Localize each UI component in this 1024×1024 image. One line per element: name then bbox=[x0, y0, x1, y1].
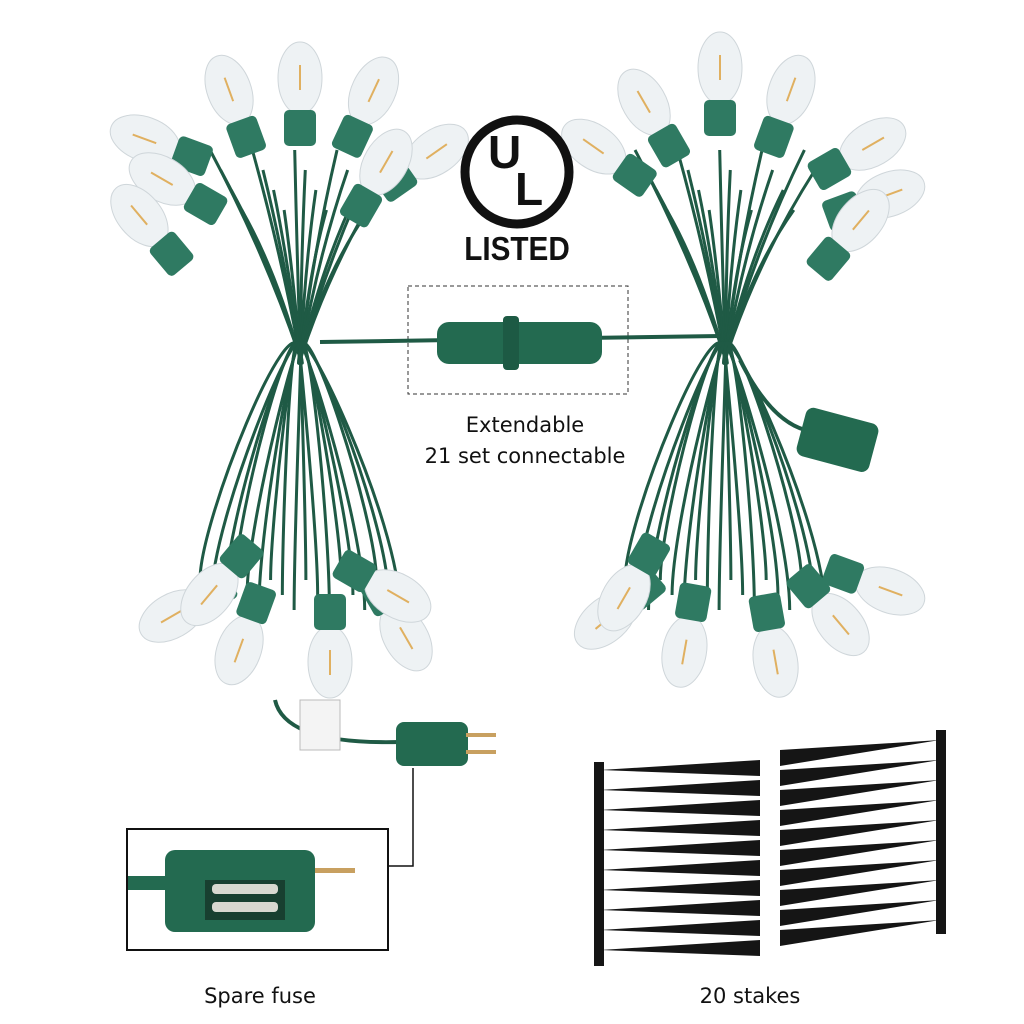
stake bbox=[594, 940, 760, 966]
bulb bbox=[331, 56, 400, 158]
bulb bbox=[307, 594, 353, 699]
bulb bbox=[180, 534, 264, 627]
bulb bbox=[822, 554, 926, 616]
stakes bbox=[594, 730, 946, 966]
bulb bbox=[204, 54, 266, 158]
stake bbox=[594, 760, 760, 786]
bulb bbox=[332, 549, 432, 623]
stake bbox=[780, 750, 946, 786]
stake bbox=[594, 900, 760, 926]
bulb bbox=[697, 31, 743, 136]
extendable-caption: Extendable 21 set connectable bbox=[390, 410, 660, 472]
bulb bbox=[807, 117, 907, 191]
stake bbox=[780, 870, 946, 906]
bulb bbox=[597, 532, 671, 632]
stake bbox=[594, 860, 760, 886]
stake bbox=[594, 800, 760, 826]
stake bbox=[780, 890, 946, 926]
ul-listed-text: LISTED bbox=[464, 230, 570, 267]
bulb bbox=[277, 41, 323, 146]
svg-text:U: U bbox=[488, 126, 521, 178]
stake bbox=[594, 880, 760, 906]
stake bbox=[780, 910, 946, 946]
bulb bbox=[661, 582, 712, 688]
end-connector bbox=[796, 407, 879, 472]
bulb bbox=[754, 54, 816, 158]
stake bbox=[780, 830, 946, 866]
bulbs bbox=[109, 31, 926, 699]
stake bbox=[780, 790, 946, 826]
stake bbox=[594, 820, 760, 846]
stake bbox=[780, 810, 946, 846]
bulb bbox=[214, 582, 276, 686]
bulb bbox=[561, 118, 657, 197]
bulb bbox=[617, 68, 691, 168]
connectable-label: 21 set connectable bbox=[424, 444, 626, 468]
bulb bbox=[110, 183, 194, 276]
inline-connector bbox=[437, 316, 602, 370]
bulb bbox=[786, 564, 870, 657]
stake bbox=[780, 730, 946, 766]
bulb bbox=[806, 188, 890, 281]
spare-fuse-label: Spare fuse bbox=[204, 984, 316, 1008]
stakes-label: 20 stakes bbox=[699, 984, 801, 1008]
stake bbox=[594, 840, 760, 866]
bulb bbox=[339, 128, 413, 228]
svg-text:L: L bbox=[515, 163, 543, 215]
stake bbox=[780, 850, 946, 886]
ul-logo: U L bbox=[460, 115, 574, 229]
power-plug bbox=[396, 722, 496, 766]
stake bbox=[594, 780, 760, 806]
stake bbox=[780, 770, 946, 806]
bulb bbox=[748, 592, 799, 698]
extendable-label: Extendable bbox=[465, 413, 585, 437]
spare-fuse-inset bbox=[126, 828, 389, 951]
stake bbox=[594, 920, 760, 946]
wire-bundles bbox=[198, 149, 827, 611]
warning-tag bbox=[299, 699, 341, 751]
